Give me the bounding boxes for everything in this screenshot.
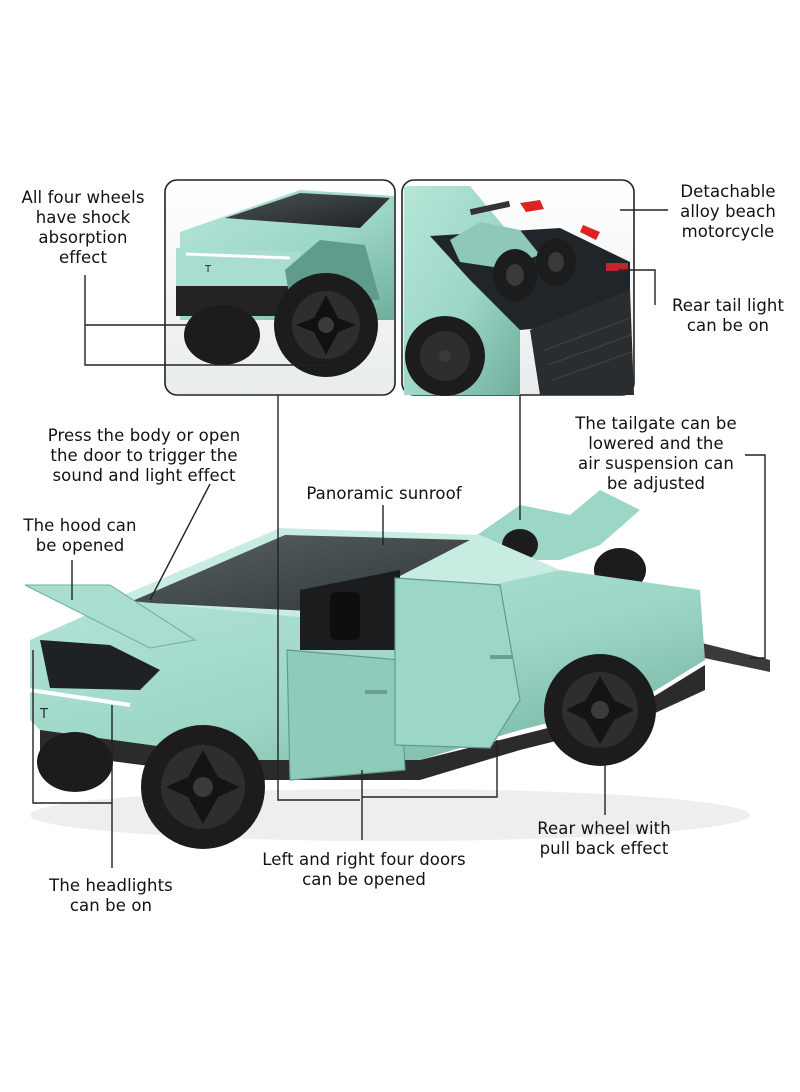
leader-lines [32,209,766,868]
label-sound-light-effect: Press the body or open the door to trigg… [47,426,241,485]
front-wheel [141,725,265,849]
label-detachable-motorcycle: Detachable alloy beach motorcycle [680,182,776,241]
inset-rear-bed [401,179,635,396]
main-truck-figure: T [24,490,770,849]
label-rear-wheel-pull-back: Rear wheel with pull back effect [537,819,671,858]
rear-wheel [544,654,656,766]
svg-text:T: T [39,707,48,722]
label-hood-opened: The hood can be opened [23,516,137,555]
inset-front-wheel: T [164,179,396,396]
svg-text:T: T [204,264,212,275]
label-four-doors: Left and right four doors can be opened [262,850,466,889]
label-wheel-shock-absorption: All four wheels have shock absorption ef… [21,188,145,267]
label-tailgate-suspension: The tailgate can be lowered and the air … [575,414,737,493]
label-headlights: The headlights can be on [49,876,173,915]
label-panoramic-sunroof: Panoramic sunroof [306,484,462,503]
bed-motorcycle-figure [450,200,576,301]
label-rear-tail-light: Rear tail light can be on [671,296,785,335]
